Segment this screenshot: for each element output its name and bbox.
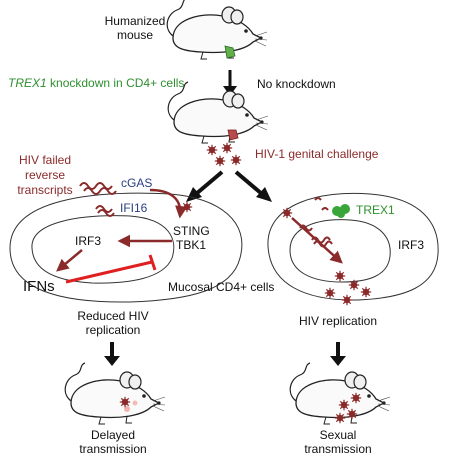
humanized-mouse-label: Humanized mouse: [95, 14, 175, 42]
failed-transcripts-line2: reverse: [24, 168, 65, 182]
arrow-right-to-mouse4: [330, 342, 346, 366]
reduced-replication-line2: replication: [85, 323, 141, 337]
no-knockdown-label: No knockdown: [257, 77, 336, 91]
failed-transcripts-line1: HIV failed: [18, 153, 72, 167]
branch-arrow-right: [234, 170, 272, 202]
delayed-transmission-label: Delayed transmission: [63, 428, 163, 456]
ifi16-label: IFI16: [120, 201, 148, 215]
cgas-label: cGAS: [121, 176, 153, 190]
delayed-transmission-mouse-image: [64, 362, 166, 425]
ifn-inhibition-line: [65, 254, 157, 284]
delayed-transmission-line2: transmission: [79, 442, 147, 456]
challenged-mouse-image: [167, 81, 269, 144]
sexual-transmission-label: Sexual transmission: [288, 428, 388, 456]
arrow-sensors-to-sting: [149, 188, 188, 219]
sting-label: STING: [173, 224, 210, 238]
knockdown-label: TREX1 knockdown in CD4+ cells: [8, 76, 184, 90]
tbk1-label: TBK1: [176, 238, 207, 252]
humanized-mouse-image: [166, 0, 268, 60]
hiv-replication-label: HIV replication: [298, 314, 378, 328]
delayed-transmission-line1: Delayed: [90, 428, 136, 442]
right-cell-transcripts: [299, 224, 333, 248]
failed-transcripts-line3: transcripts: [17, 183, 73, 197]
trex1-protein-label: TREX1: [356, 203, 395, 217]
reduced-replication-label: Reduced HIV replication: [58, 309, 168, 337]
arrow-left-to-mouse3: [104, 342, 120, 366]
left-cell-virus: [181, 201, 193, 213]
knockdown-label-rest: knockdown in CD4+ cells: [46, 76, 185, 90]
irf3-label-left: IRF3: [75, 234, 102, 248]
branch-arrow-left: [186, 170, 224, 202]
sexual-transmission-line2: transmission: [304, 442, 372, 456]
failed-transcripts-squiggles: [79, 182, 117, 217]
left-cell: [9, 192, 243, 303]
mucosal-cd4-label: Mucosal CD4+ cells: [168, 280, 275, 294]
failed-transcripts-label: HIV failed reverse transcripts: [6, 153, 84, 198]
arrow-irf3-to-ifns: [56, 249, 83, 272]
genital-challenge-label: HIV-1 genital challenge: [255, 147, 379, 161]
right-cell-virus: [281, 207, 293, 219]
trex1-protein-icon: [332, 204, 350, 218]
right-cell: [267, 192, 439, 301]
trex1-degraded-fragments: [314, 197, 329, 211]
right-cell-replication-arrow: [291, 217, 343, 264]
reduced-replication-line1: Reduced HIV: [77, 309, 149, 323]
humanized-mouse-label-line1: Humanized: [104, 14, 166, 28]
mouse3-virus: [119, 396, 131, 408]
sexual-transmission-line1: Sexual: [319, 428, 357, 442]
irf3-label-right: IRF3: [398, 238, 425, 252]
humanized-mouse-label-line2: mouse: [116, 28, 154, 42]
ifns-label: IFNs: [23, 278, 55, 295]
challenge-virus-cluster: [206, 142, 242, 167]
trex1-gene-name: TREX1: [8, 76, 47, 90]
